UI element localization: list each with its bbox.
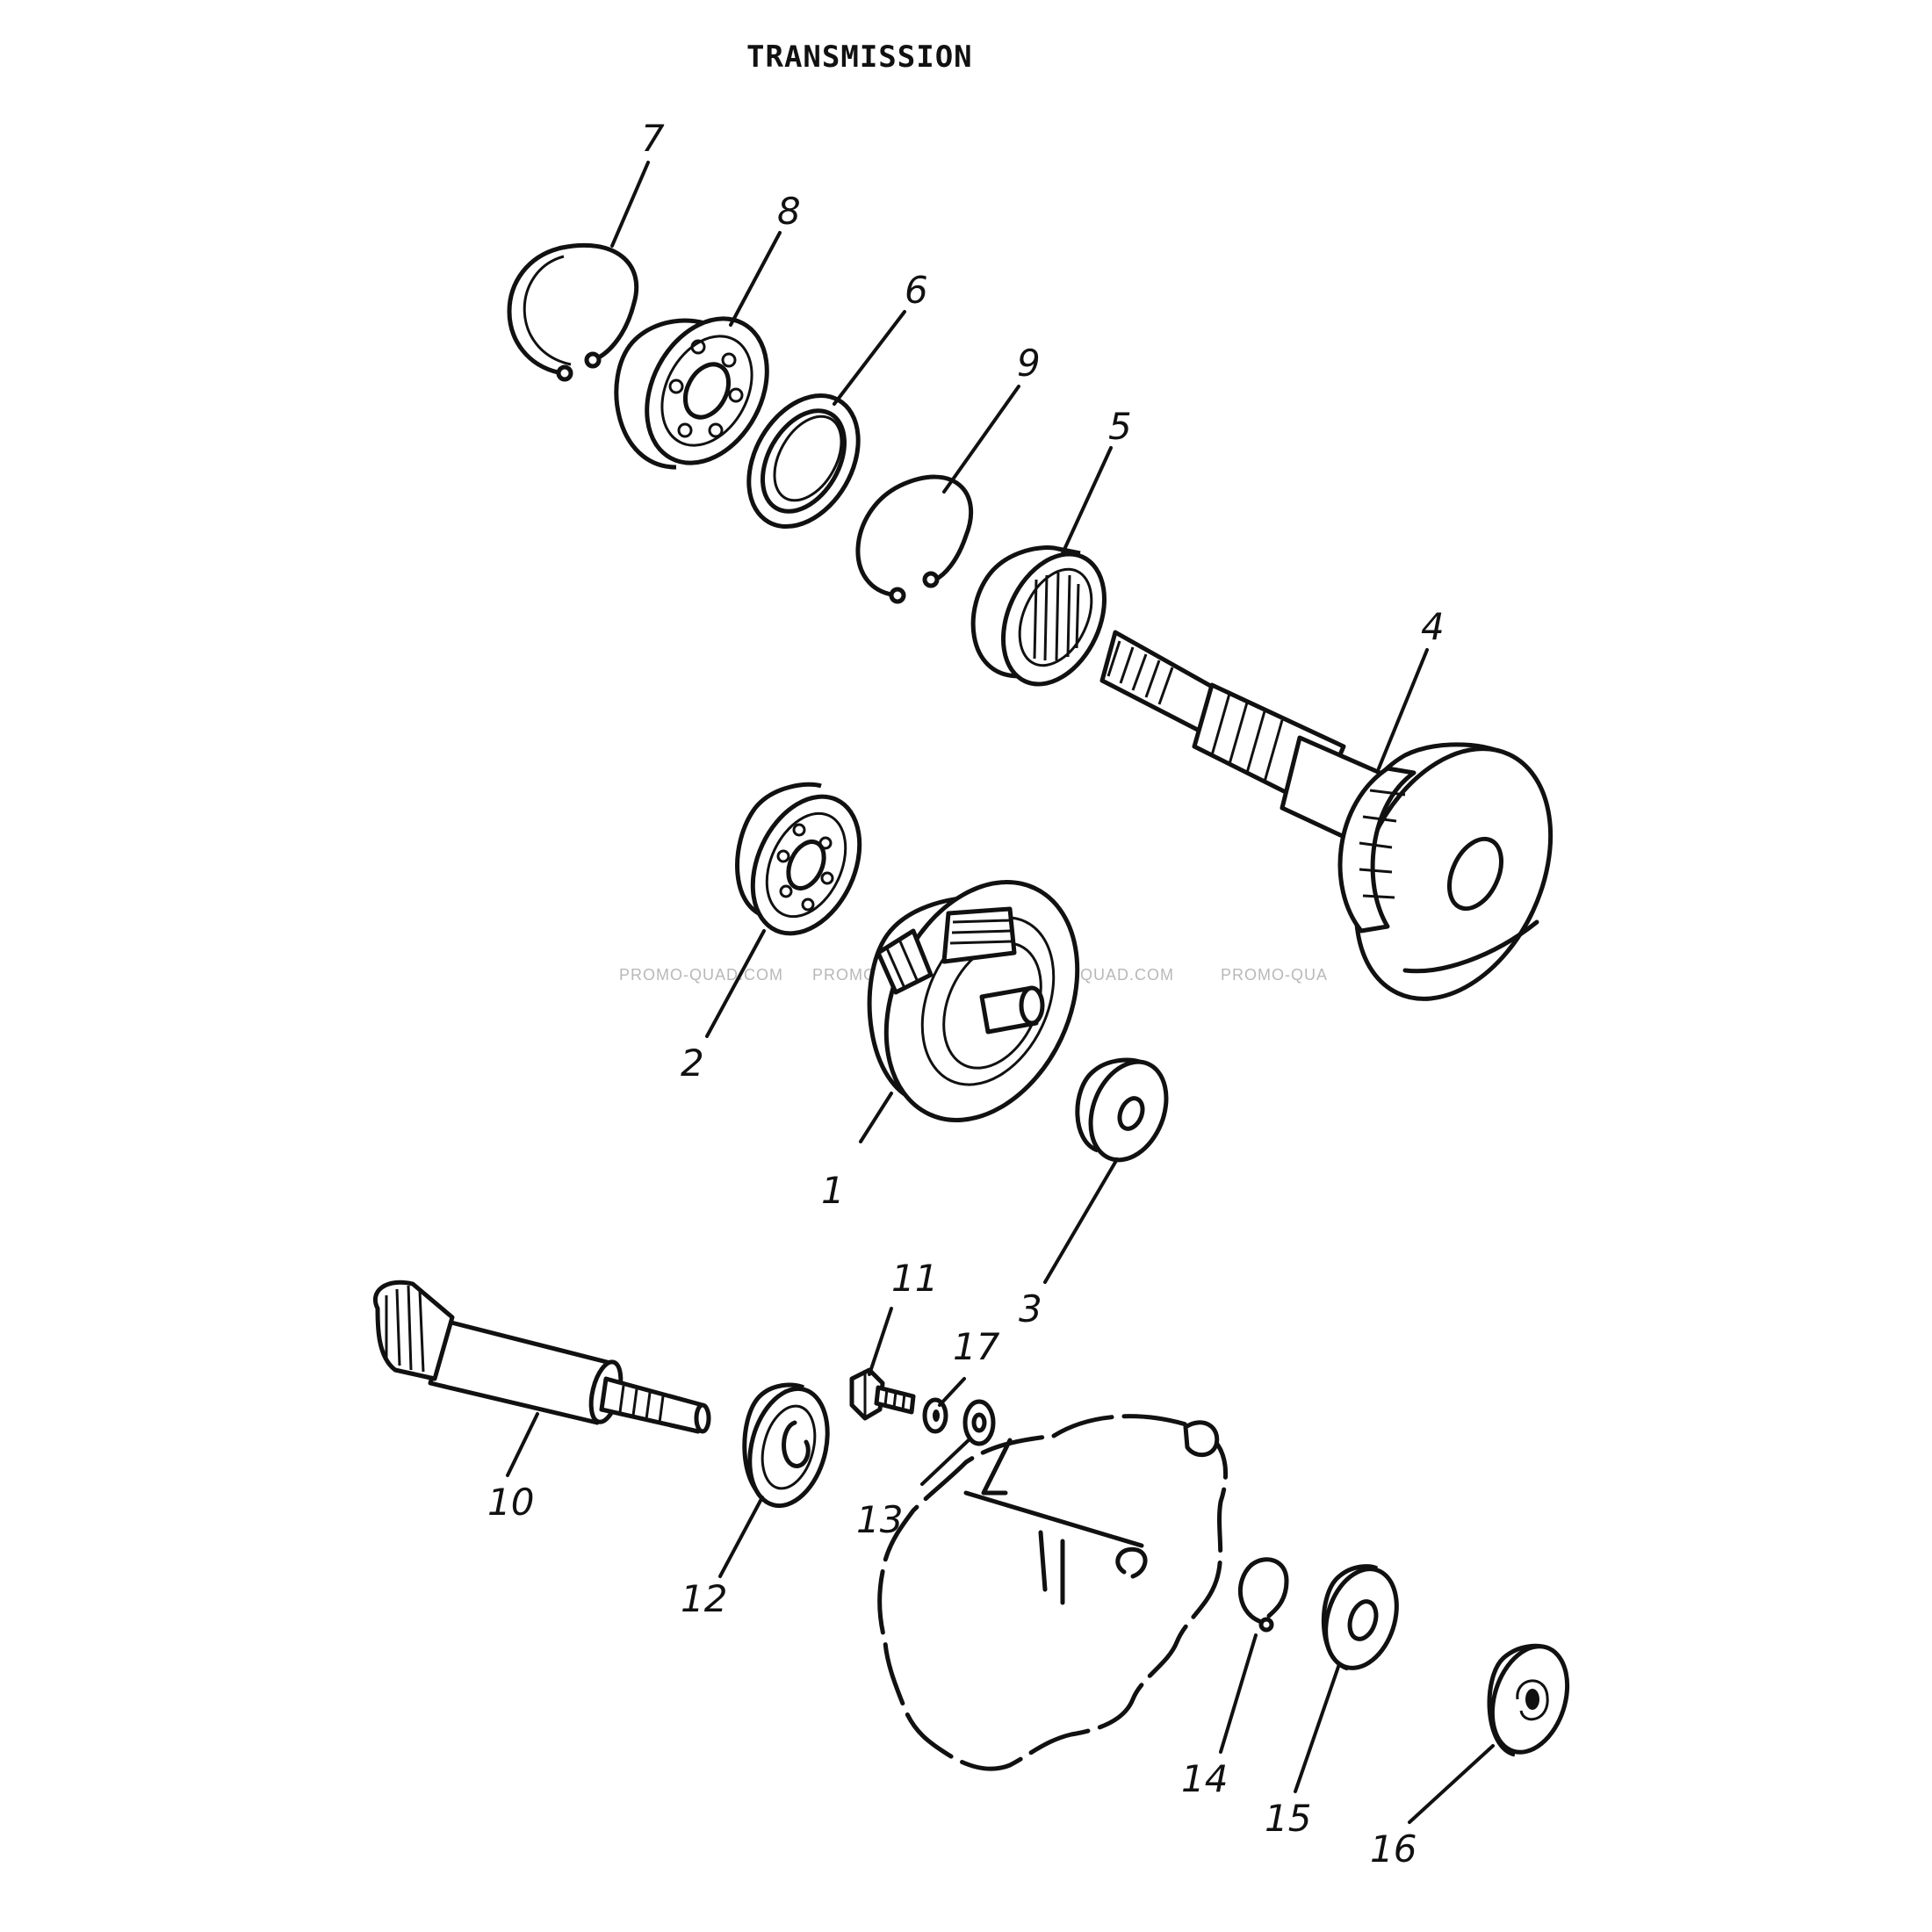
part-1-drive-gear xyxy=(867,880,1080,1122)
part-14-circlip xyxy=(1238,1557,1289,1633)
part-5-needle-bearing xyxy=(970,545,1107,687)
part-8-ball-bearing xyxy=(614,316,769,470)
leader-15 xyxy=(1294,1662,1341,1793)
leader-7 xyxy=(610,161,650,248)
part-17-washer xyxy=(922,1397,948,1434)
callout-12: 12 xyxy=(681,1577,727,1620)
callout-11: 11 xyxy=(891,1257,938,1300)
leader-14 xyxy=(1219,1633,1258,1754)
leader-4 xyxy=(1377,648,1429,770)
callout-5: 5 xyxy=(1108,405,1132,448)
part-12-bearing xyxy=(742,1382,830,1509)
watermark-text-4: PROMO-QUA xyxy=(1221,966,1328,984)
cover-gasket xyxy=(877,1414,1228,1771)
leader-13 xyxy=(920,1437,972,1486)
leader-2 xyxy=(705,929,766,1038)
diagram-title: TRANSMISSION xyxy=(746,40,973,75)
callout-17: 17 xyxy=(953,1325,1000,1368)
leader-11 xyxy=(868,1307,893,1376)
leader-16 xyxy=(1408,1744,1495,1824)
callout-15: 15 xyxy=(1265,1797,1311,1840)
leader-6 xyxy=(833,310,906,406)
callout-7: 7 xyxy=(641,117,665,160)
part-9-circlip xyxy=(855,474,974,604)
leader-1 xyxy=(859,1092,893,1143)
leader-8 xyxy=(729,231,782,327)
leader-9 xyxy=(942,385,1020,494)
callout-1: 1 xyxy=(821,1169,845,1212)
callout-14: 14 xyxy=(1181,1757,1228,1800)
leader-17 xyxy=(938,1377,966,1407)
part-11-nut xyxy=(849,1367,916,1421)
watermark-text-1: PROMO-QUAD.COM xyxy=(619,966,783,984)
callout-9: 9 xyxy=(1017,342,1041,385)
leader-12 xyxy=(718,1496,764,1578)
callout-4: 4 xyxy=(1421,605,1445,648)
part-16-seal-cap xyxy=(1487,1643,1570,1757)
callout-13: 13 xyxy=(856,1498,903,1541)
leader-5 xyxy=(1061,446,1113,555)
callout-numbers: 7 8 6 9 5 4 2 1 3 11 17 10 13 12 14 15 1… xyxy=(487,117,1445,1871)
part-7-circlip xyxy=(507,242,639,382)
callout-8: 8 xyxy=(777,190,801,233)
callout-3: 3 xyxy=(1019,1287,1042,1330)
part-4-countershaft-gear xyxy=(1099,630,1554,1001)
leader-3 xyxy=(1043,1157,1119,1284)
callout-16: 16 xyxy=(1370,1827,1417,1871)
part-10-pinion-shaft xyxy=(373,1280,711,1434)
part-15-oil-seal xyxy=(1321,1564,1399,1671)
leader-lines xyxy=(506,161,1495,1824)
callout-10: 10 xyxy=(487,1481,534,1524)
callout-2: 2 xyxy=(681,1042,704,1085)
part-13-washer xyxy=(962,1399,996,1446)
part-2-ball-bearing xyxy=(735,782,862,936)
callout-6: 6 xyxy=(905,269,928,312)
leader-10 xyxy=(506,1412,539,1477)
part-3-thrust-washer xyxy=(1075,1057,1169,1163)
